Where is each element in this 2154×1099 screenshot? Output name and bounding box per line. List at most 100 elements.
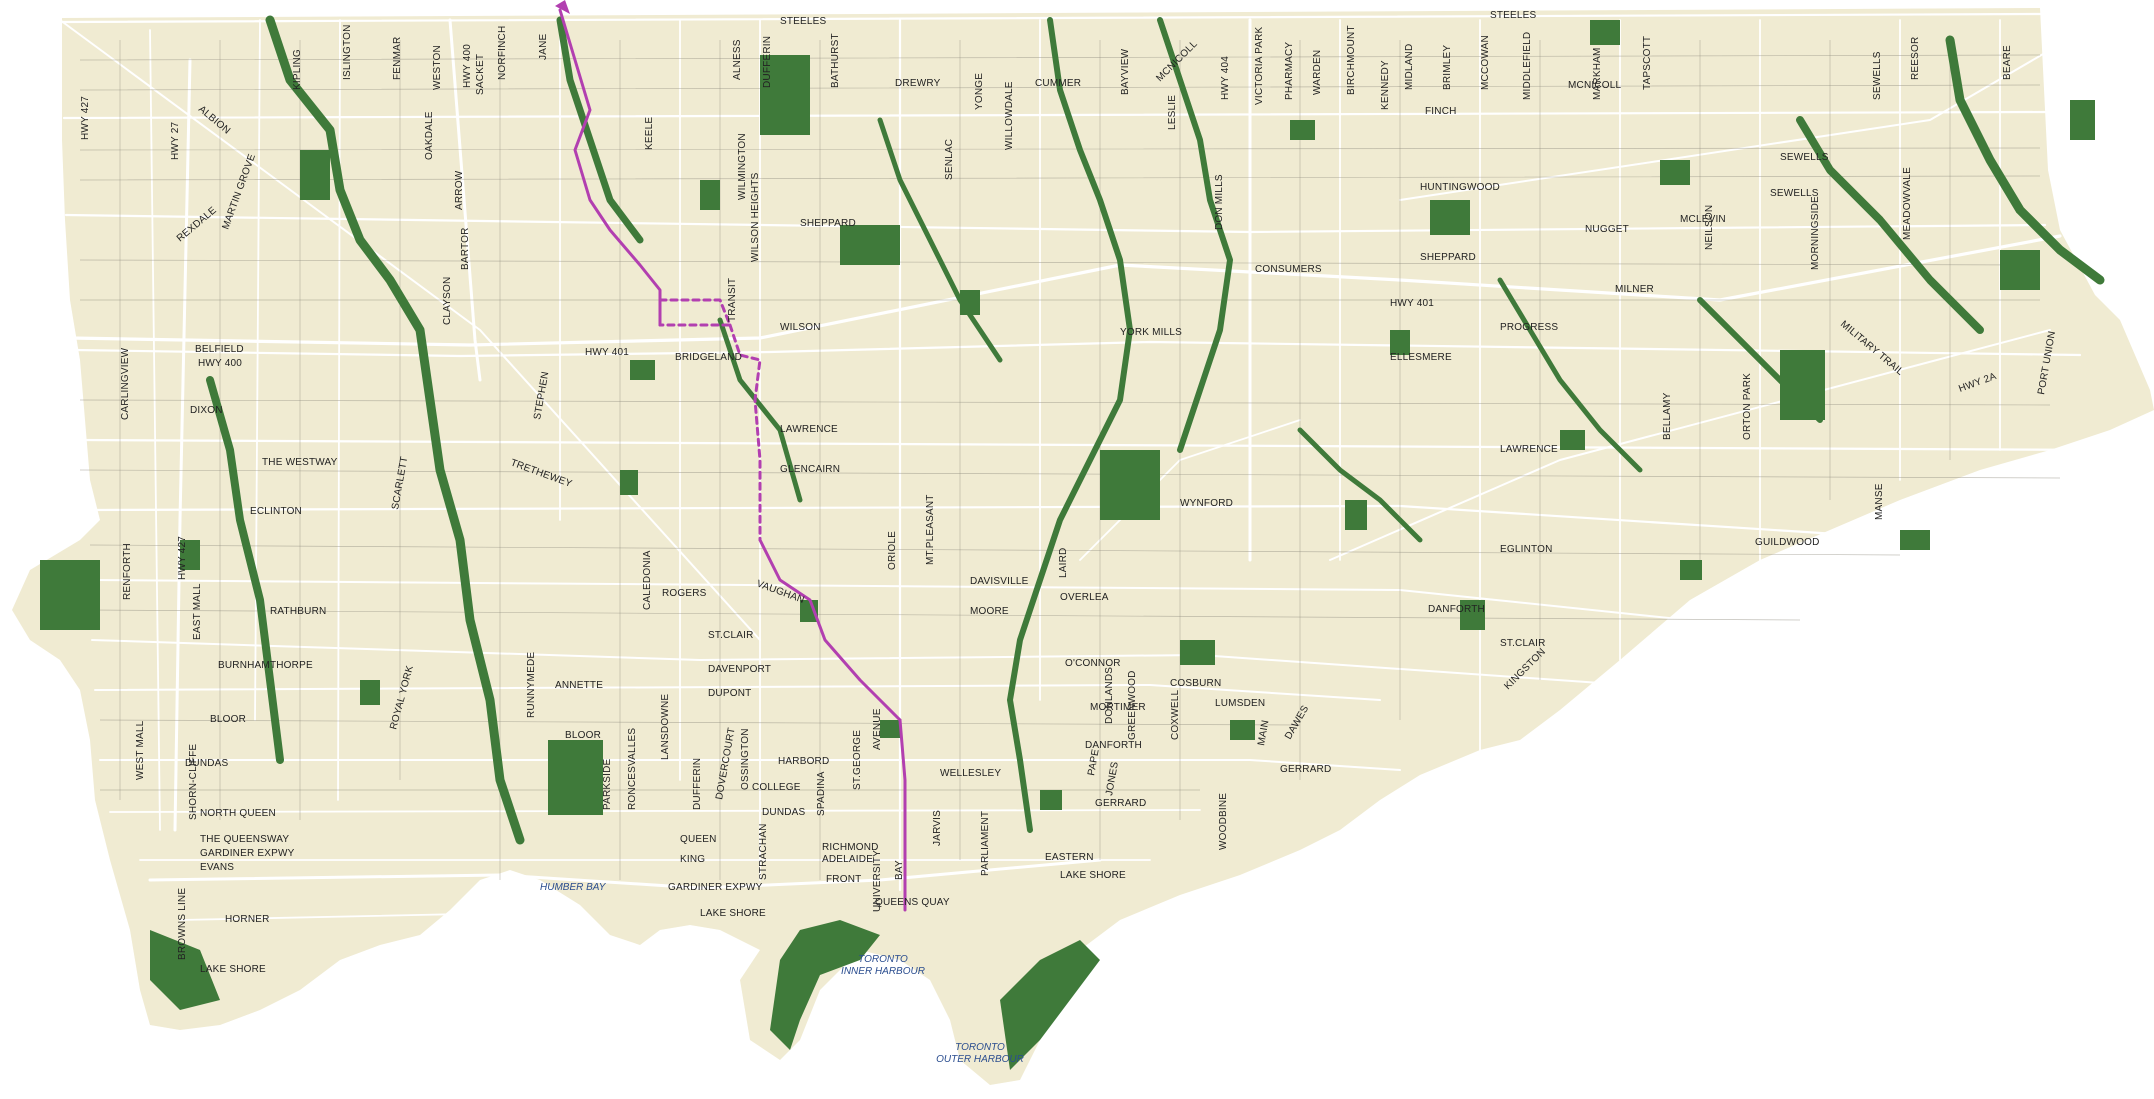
label-belfield: BELFIELD xyxy=(195,344,244,355)
label-willowdale: WILLOWDALE xyxy=(1004,81,1015,150)
label-reesor: REESOR xyxy=(1910,37,1921,80)
label-warden: WARDEN xyxy=(1312,50,1323,95)
label-queens-quay: QUEENS QUAY xyxy=(875,897,950,908)
label-woodbine: WOODBINE xyxy=(1218,793,1229,850)
label-oconnor: O'CONNOR xyxy=(1065,658,1121,669)
label-dufferin-n: DUFFERIN xyxy=(762,36,773,88)
label-sewells-e: SEWELLS xyxy=(1780,152,1829,163)
label-transit: TRANSIT xyxy=(727,278,738,322)
label-sewells-v: SEWELLS xyxy=(1872,51,1883,100)
label-yonge: YONGE xyxy=(974,73,985,110)
label-beare: BEARE xyxy=(2002,45,2013,80)
label-dixon: DIXON xyxy=(190,405,223,416)
label-inner-harbour-1: TORONTO xyxy=(858,954,908,965)
label-carlingview: CARLINGVIEW xyxy=(120,347,131,420)
label-markham: MARKHAM xyxy=(1592,47,1603,100)
label-east-mall: EAST MALL xyxy=(192,583,203,640)
label-ellesmere: ELLESMERE xyxy=(1390,352,1452,363)
label-bridgeland: BRIDGELAND xyxy=(675,352,742,363)
label-mortimer: MORTIMER xyxy=(1090,702,1146,713)
label-eglinton-w: ECLINTON xyxy=(250,506,302,517)
label-lakeshore-e: LAKE SHORE xyxy=(1060,870,1126,881)
label-arrow: ARROW xyxy=(454,170,465,210)
label-york-mills: YORK MILLS xyxy=(1120,327,1182,338)
label-wynford: WYNFORD xyxy=(1180,498,1233,509)
label-runnymede: RUNNYMEDE xyxy=(526,652,537,718)
label-don-mills: DON MILLS xyxy=(1214,174,1225,230)
label-wilmington: WILMINGTON xyxy=(737,133,748,200)
route-arrow xyxy=(555,0,570,14)
label-bayview: BAYVIEW xyxy=(1120,48,1131,95)
park-areas xyxy=(40,20,2095,1070)
label-fenmar: FENMAR xyxy=(392,37,403,80)
label-hwy427-n: HWY 427 xyxy=(80,96,91,140)
label-danforth-c: DANFORTH xyxy=(1085,740,1142,751)
label-lakeshore-c: LAKE SHORE xyxy=(700,908,766,919)
subway-route xyxy=(555,0,907,912)
label-victoria-park: VICTORIA PARK xyxy=(1254,27,1265,105)
label-oakdale: OAKDALE xyxy=(424,111,435,160)
label-islington: ISLINGTON xyxy=(342,24,353,80)
label-guildwood: GUILDWOOD xyxy=(1755,537,1820,548)
city-land xyxy=(12,8,2154,1085)
label-jarvis: JARVIS xyxy=(932,810,943,846)
label-moore: MOORE xyxy=(970,606,1009,617)
label-dufferin-s: DUFFERIN xyxy=(692,758,703,810)
label-hwy400-n: HWY 400 xyxy=(462,44,473,88)
label-oriole: ORIOLE xyxy=(887,531,898,570)
ravine-corridors xyxy=(206,15,2105,845)
label-annette: ANNETTE xyxy=(555,680,603,691)
label-midland: MIDLAND xyxy=(1404,44,1415,90)
label-burnhamthorpe: BURNHAMTHORPE xyxy=(218,660,313,671)
label-drewry: DREWRY xyxy=(895,78,941,89)
label-senlac: SENLAC xyxy=(944,139,955,180)
label-cummer: CUMMER xyxy=(1035,78,1081,89)
label-wellesley: WELLESLEY xyxy=(940,768,1001,779)
label-cosburn: COSBURN xyxy=(1170,678,1221,689)
label-shorncliffe: SHORN-CLIFFE xyxy=(188,744,199,820)
label-mclevin: MCLEVIN xyxy=(1680,214,1726,225)
label-lawrence-w: LAWRENCE xyxy=(780,424,838,435)
label-avenue: AVENUE xyxy=(872,708,883,750)
label-hwy401-e: HWY 401 xyxy=(1390,298,1434,309)
label-spadina: SPADINA xyxy=(816,771,827,816)
label-hwy401-w: HWY 401 xyxy=(585,347,629,358)
label-steeles-w: STEELES xyxy=(780,16,827,27)
label-mt-pleasant: MT.PLEASANT xyxy=(925,494,936,565)
label-richmond: RICHMOND xyxy=(822,842,879,853)
label-evans: EVANS xyxy=(200,862,234,873)
label-horner: HORNER xyxy=(225,914,270,925)
label-dupont: DUPONT xyxy=(708,688,751,699)
label-university: UNIVERSITY xyxy=(872,850,883,912)
label-college: COLLEGE xyxy=(752,782,801,793)
label-finch: FINCH xyxy=(1425,106,1457,117)
label-mccowan: MCCOWAN xyxy=(1480,35,1491,90)
label-norfinch: NORFINCH xyxy=(497,26,508,80)
label-rathburn: RATHBURN xyxy=(270,606,326,617)
label-gerrard-c: GERRARD xyxy=(1095,798,1146,809)
label-gerrard-e: GERRARD xyxy=(1280,764,1331,775)
label-west-mall: WEST MALL xyxy=(135,720,146,780)
label-humber-bay: HUMBER BAY xyxy=(540,882,607,893)
label-outer-harbour-1: TORONTO xyxy=(955,1042,1005,1053)
label-davenport: DAVENPORT xyxy=(708,664,771,675)
label-bay: BAY xyxy=(894,860,905,880)
label-main: MAIN xyxy=(1256,719,1271,746)
label-glencairn: GLENCAIRN xyxy=(780,464,840,475)
label-mcnicoll: MCNICOLL xyxy=(1568,80,1622,91)
label-nugget: NUGGET xyxy=(1585,224,1629,235)
label-pape: PAPE xyxy=(1086,748,1101,776)
label-pharmacy: PHARMACY xyxy=(1284,42,1295,100)
label-sheppard-w: SHEPPARD xyxy=(800,218,856,229)
label-lumsden: LUMSDEN xyxy=(1215,698,1265,709)
label-stclair-w: ST.CLAIR xyxy=(708,630,754,641)
label-gardiner-c: GARDINER EXPWY xyxy=(668,882,763,893)
label-hwy404: HWY 404 xyxy=(1220,56,1231,100)
label-dundas-c: DUNDAS xyxy=(762,807,806,818)
label-eglinton-e: EGLINTON xyxy=(1500,544,1553,555)
label-lakeshore-w: LAKE SHORE xyxy=(200,964,266,975)
label-queen: QUEEN xyxy=(680,834,717,845)
label-browns-line: BROWNS LINE xyxy=(177,888,188,960)
label-parliament: PARLIAMENT xyxy=(980,811,991,876)
